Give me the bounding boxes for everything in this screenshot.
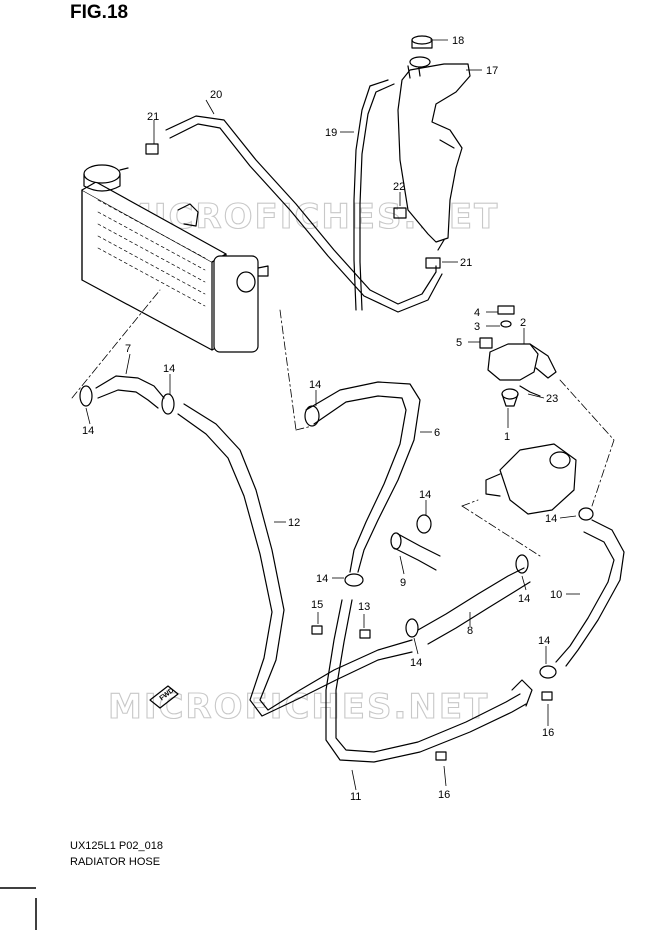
- callout-13: 13: [358, 601, 370, 613]
- clamp-14-a: [79, 385, 93, 407]
- margin-mark: [0, 887, 37, 930]
- reservoir-tank: [397, 35, 471, 251]
- callout-20: 20: [210, 89, 222, 101]
- bolt-22: [393, 207, 407, 219]
- diagram-code: UX125L1 P02_018: [70, 840, 163, 852]
- callout-14-a: 14: [82, 425, 94, 437]
- bolt-5: [479, 337, 493, 349]
- clamp-21a: [145, 143, 159, 155]
- callout-1: 1: [504, 431, 510, 443]
- callout-18: 18: [452, 35, 464, 47]
- callout-14-i: 14: [538, 635, 550, 647]
- hose-7: [95, 375, 165, 399]
- callout-10: 10: [550, 589, 562, 601]
- clamp-14-e: [344, 573, 364, 587]
- callout-14-d: 14: [419, 489, 431, 501]
- bolt-13: [359, 629, 371, 639]
- callout-14-h: 14: [545, 513, 557, 525]
- callout-14-c: 14: [309, 379, 321, 391]
- callout-3: 3: [474, 321, 480, 333]
- clamp-14-b: [161, 393, 175, 415]
- callout-14-f: 14: [410, 657, 422, 669]
- clamp-14-f: [405, 618, 419, 638]
- water-pump: [485, 443, 577, 515]
- hose-20: [165, 115, 437, 305]
- callout-7: 7: [125, 343, 131, 355]
- fwd-arrow: [149, 685, 179, 709]
- watermark-bottom: MICROFICHES.NET: [108, 687, 489, 727]
- callout-16-b: 16: [438, 789, 450, 801]
- hose-12: [183, 403, 413, 711]
- washer-3: [500, 320, 512, 328]
- callout-14-e: 14: [316, 573, 328, 585]
- hose-8: [417, 567, 525, 631]
- bolt-15: [311, 625, 323, 635]
- thermostat-housing: [487, 343, 557, 407]
- callout-5: 5: [456, 337, 462, 349]
- callout-15: 15: [311, 599, 323, 611]
- clamp-14-h: [578, 507, 594, 521]
- clamp-14-g: [515, 554, 529, 574]
- clamp-14-d: [416, 514, 432, 534]
- hose-6: [305, 381, 421, 573]
- callout-8: 8: [467, 625, 473, 637]
- callout-21-a: 21: [147, 111, 159, 123]
- callout-2: 2: [520, 317, 526, 329]
- hose-19: [353, 79, 389, 311]
- hose-11: [325, 599, 527, 763]
- hose-9: [397, 533, 441, 557]
- callout-9: 9: [400, 577, 406, 589]
- callout-14-b: 14: [163, 363, 175, 375]
- clamp-21b: [425, 257, 441, 269]
- callout-4: 4: [474, 307, 480, 319]
- callout-12: 12: [288, 517, 300, 529]
- callout-14-g: 14: [518, 593, 530, 605]
- callout-21-b: 21: [460, 257, 472, 269]
- clamp-14-i: [539, 665, 557, 679]
- clamp-14-c: [304, 405, 320, 427]
- bolt-16b: [435, 751, 447, 761]
- callout-16-a: 16: [542, 727, 554, 739]
- diagram-name: RADIATOR HOSE: [70, 856, 161, 868]
- callout-22: 22: [393, 181, 405, 193]
- bolt-16a: [541, 691, 553, 701]
- callout-23: 23: [546, 393, 558, 405]
- callout-19: 19: [325, 127, 337, 139]
- bolt-4: [497, 305, 515, 315]
- callout-17: 17: [486, 65, 498, 77]
- callout-11: 11: [350, 791, 361, 803]
- callout-6: 6: [434, 427, 440, 439]
- hose-10: [565, 519, 625, 667]
- radiator: [81, 164, 269, 353]
- figure-title: FIG.18: [70, 2, 129, 23]
